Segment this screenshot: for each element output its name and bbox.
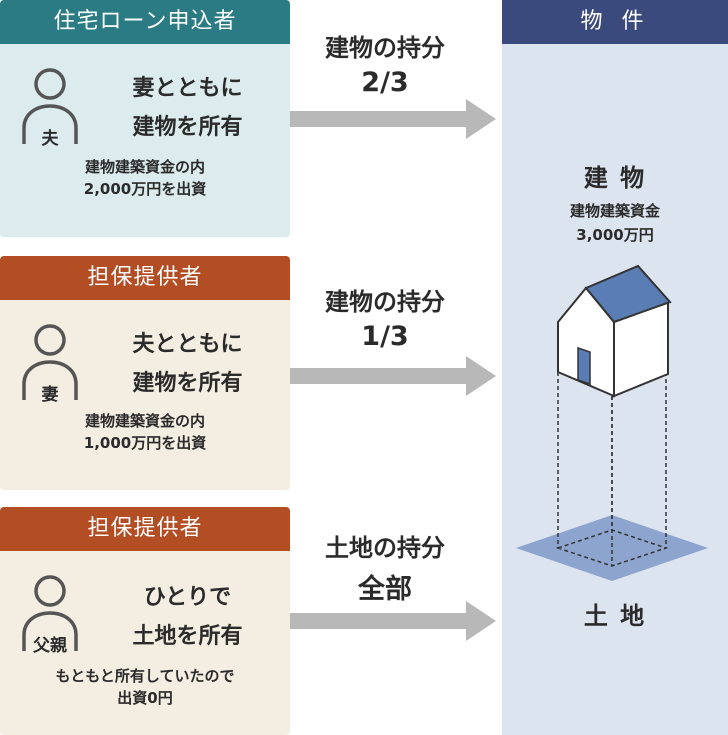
share-label-1: 建物の持分 — [325, 34, 445, 62]
funding-line-2: 1,000万円を出資 — [83, 434, 207, 452]
role-label: 妻 — [41, 385, 59, 405]
ownership-line-1: ひとりで — [143, 585, 232, 610]
building-fund-amount: 3,000万円 — [576, 226, 654, 244]
right-arrow-icon — [290, 99, 496, 139]
guarantor-body: 妻 夫とともに 建物を所有 建物建築資金の内 1,000万円を出資 — [0, 300, 290, 490]
applicant-card: 住宅ローン申込者 夫 妻とともに 建物を所有 建物建築資金の内 2,000万円を… — [0, 0, 290, 237]
funding-line-1: 建物建築資金の内 — [84, 412, 205, 430]
guarantor-header: 担保提供者 — [0, 507, 290, 551]
person-icon — [22, 68, 78, 144]
role-label: 父親 — [33, 636, 67, 656]
role-label: 夫 — [41, 129, 59, 149]
share-value-3: 全部 — [358, 574, 412, 605]
guarantor-header: 担保提供者 — [0, 256, 290, 300]
person-icon — [22, 324, 78, 400]
house-roof — [584, 264, 672, 324]
house-illustration — [516, 264, 708, 581]
share-value-1: 2/3 — [361, 67, 409, 98]
land-title: 土 地 — [583, 602, 647, 630]
share-value-2: 1/3 — [361, 321, 409, 352]
right-arrow-icon — [290, 601, 496, 641]
applicant-body: 夫 妻とともに 建物を所有 建物建築資金の内 2,000万円を出資 — [0, 44, 290, 237]
building-fund-label: 建物建築資金 — [569, 202, 660, 220]
property-header: 物 件 — [502, 0, 728, 44]
building-title: 建 物 — [583, 164, 647, 192]
funding-line-1: 建物建築資金の内 — [84, 158, 205, 176]
share-label-3: 土地の持分 — [325, 534, 445, 562]
ownership-line-2: 土地を所有 — [132, 624, 243, 649]
land-plot — [516, 515, 708, 581]
guarantor-card-wife: 担保提供者 妻 夫とともに 建物を所有 建物建築資金の内 1,000万円を出資 — [0, 256, 290, 490]
ownership-line-1: 夫とともに — [132, 332, 243, 357]
share-label-2: 建物の持分 — [325, 288, 445, 316]
funding-line-2: 2,000万円を出資 — [83, 180, 207, 198]
ownership-line-2: 建物を所有 — [132, 371, 243, 396]
guarantor-body: 父親 ひとりで 土地を所有 もともと所有していたので 出資0円 — [0, 551, 290, 735]
right-arrow-icon — [290, 356, 496, 396]
funding-line-2: 出資0円 — [117, 689, 173, 707]
person-icon — [22, 575, 78, 651]
guarantor-card-father: 担保提供者 父親 ひとりで 土地を所有 もともと所有していたので 出資0円 — [0, 507, 290, 735]
applicant-header: 住宅ローン申込者 — [0, 0, 290, 44]
funding-line-1: もともと所有していたので — [55, 667, 235, 685]
ownership-line-1: 妻とともに — [132, 76, 243, 101]
ownership-line-2: 建物を所有 — [132, 115, 243, 140]
property-panel: 物 件 建 物 建物建築資金 3,000万円 土 地 — [502, 0, 728, 735]
